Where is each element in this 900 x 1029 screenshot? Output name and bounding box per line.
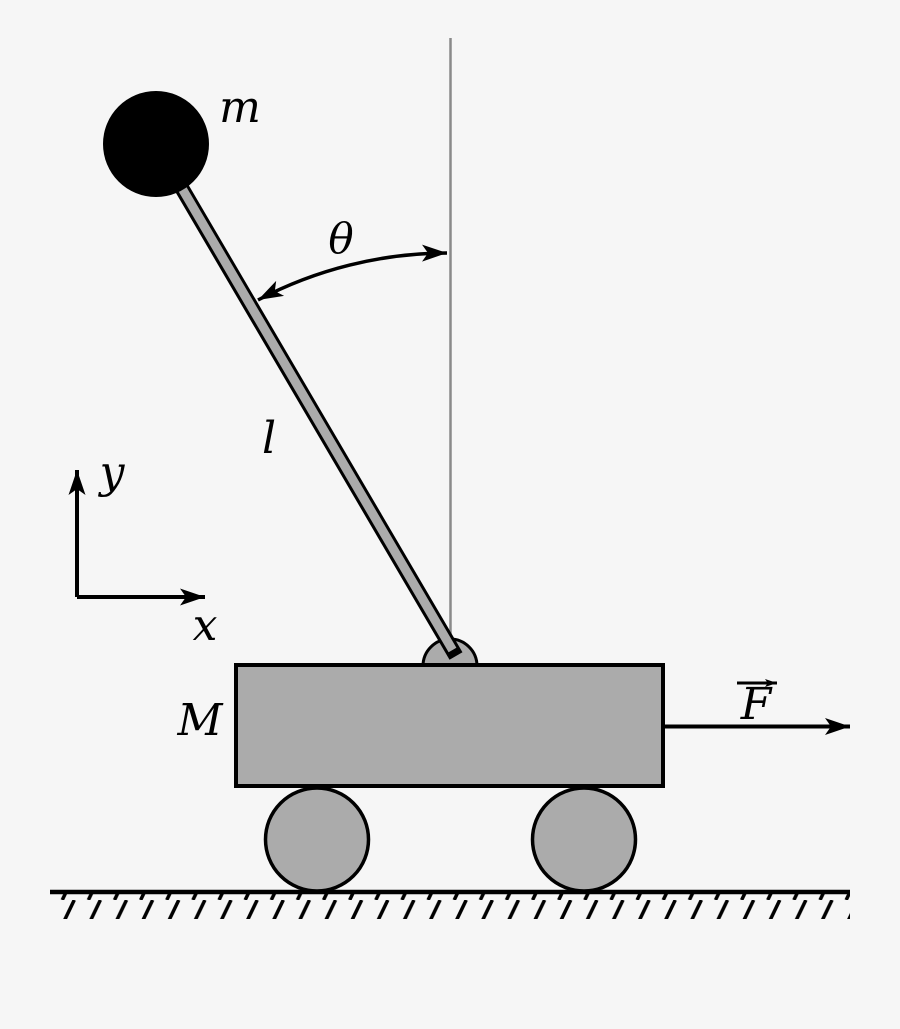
- x-axis-label: x: [193, 600, 218, 651]
- wheel-left: [263, 786, 371, 893]
- ground-hatching: [50, 894, 850, 919]
- pendulum-mass-label: m: [219, 82, 261, 133]
- cart-body: [234, 663, 665, 788]
- pendulum-rod: [146, 135, 463, 660]
- wheel-right: [530, 786, 638, 893]
- y-axis-label: y: [98, 447, 126, 498]
- force-label: F: [740, 679, 773, 730]
- coordinate-axes: [68, 470, 205, 606]
- angle-arc: [257, 244, 448, 302]
- rod-length-label: l: [262, 413, 276, 464]
- pendulum-bob: [103, 91, 209, 197]
- angle-label: θ: [328, 214, 353, 263]
- cart-mass-label: M: [176, 695, 223, 746]
